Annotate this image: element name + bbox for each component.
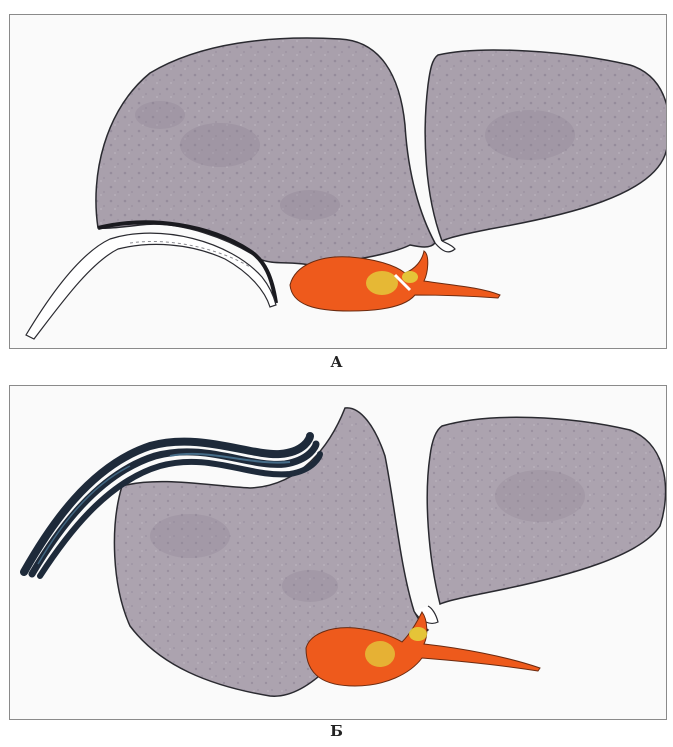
liver-right-lobe — [96, 38, 435, 265]
panel-a — [9, 14, 667, 349]
panel-b — [9, 385, 667, 720]
panel-b-illustration — [10, 386, 666, 719]
panel-b-caption: Б — [0, 722, 673, 740]
surgical-instrument — [26, 233, 276, 339]
panel-a-illustration — [10, 15, 666, 348]
panel-a-caption: А — [0, 353, 673, 371]
